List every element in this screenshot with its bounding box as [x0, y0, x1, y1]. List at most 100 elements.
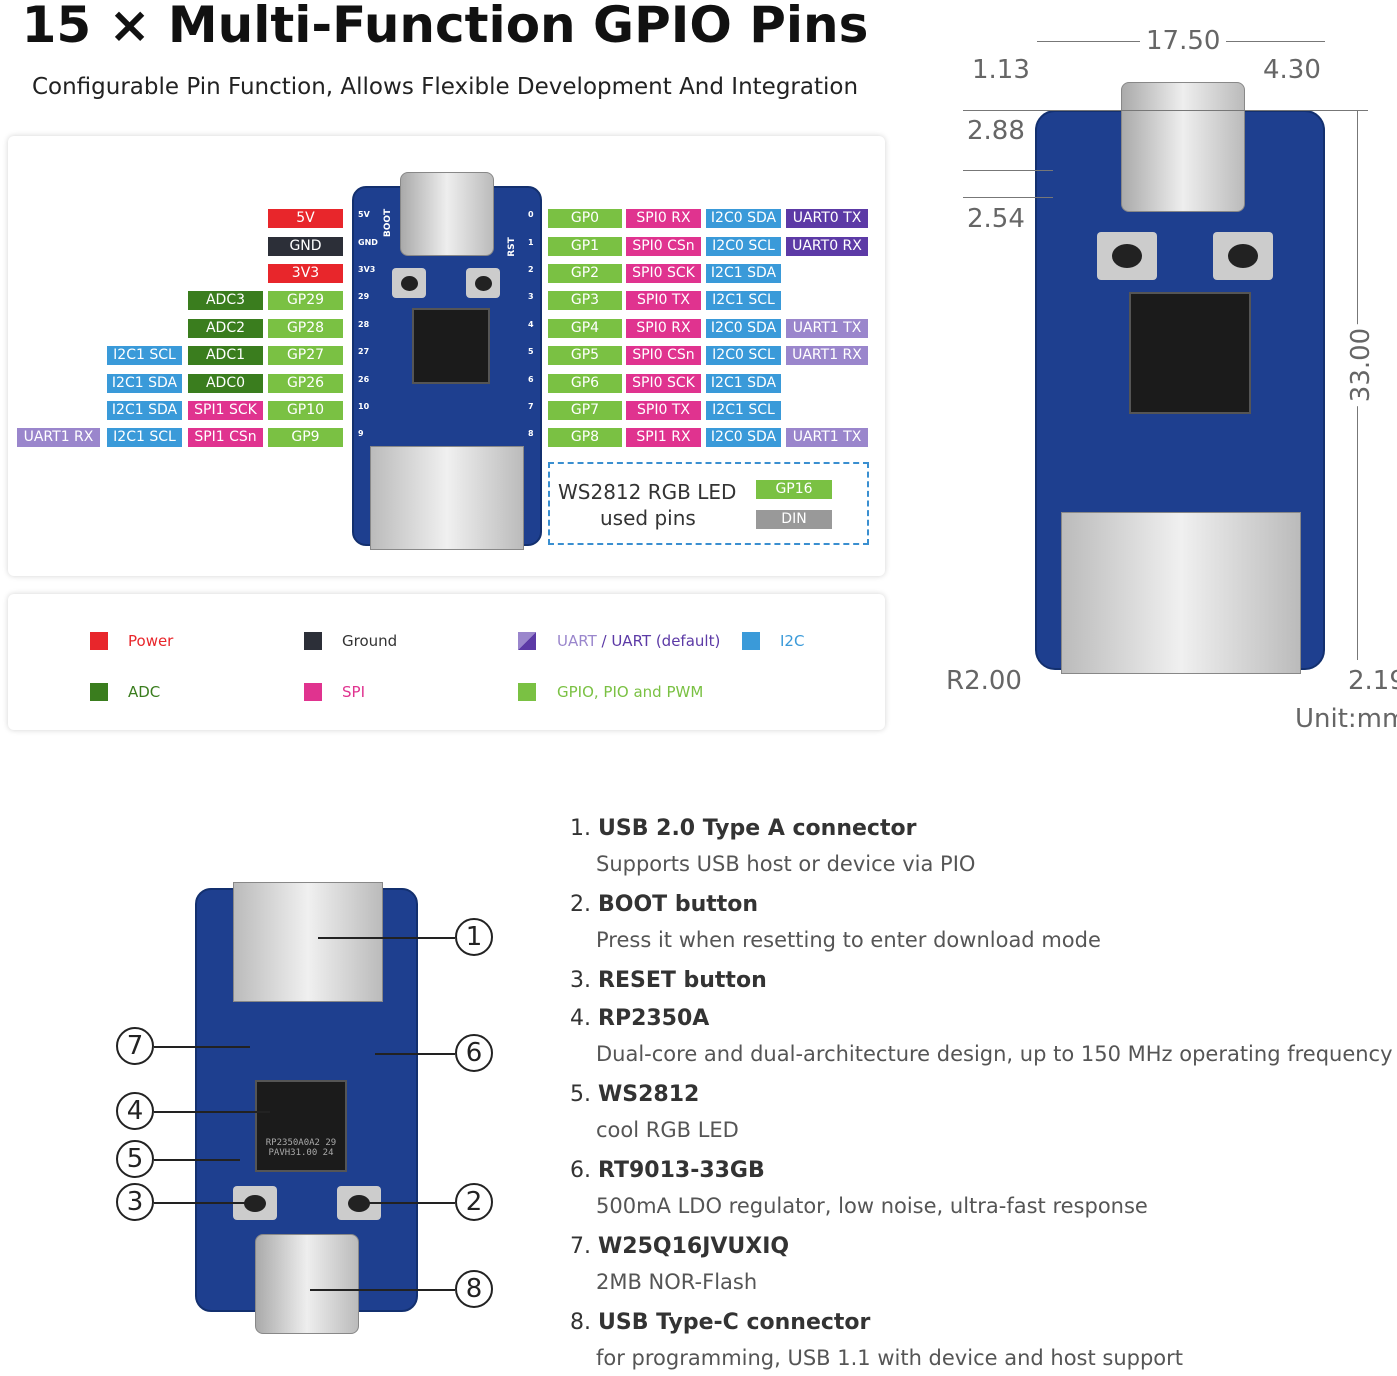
legend-adc: ADC [128, 683, 161, 701]
pad-label-left: GND [358, 238, 378, 247]
legend-i2c: I2C [780, 632, 805, 650]
pin-tag: SPI1 CSn [188, 428, 263, 447]
callout-line [154, 1202, 245, 1204]
pad-label-right: 4 [528, 320, 534, 329]
pin-tag: I2C1 SDA [107, 401, 182, 420]
ws2812-func: DIN [756, 510, 832, 529]
legend-swatch-adc [90, 683, 108, 701]
pin-tag: I2C1 SCL [706, 291, 781, 310]
rp2350-chip [1129, 292, 1251, 414]
pad-label-left: 9 [358, 429, 364, 438]
pin-tag: GP5 [548, 346, 622, 365]
pin-tag: SPI0 CSn [626, 346, 701, 365]
rp2350-chip [412, 308, 490, 384]
callout-line [154, 1046, 250, 1048]
feature-item: 2. BOOT button [570, 892, 758, 917]
pin-tag: SPI1 SCK [188, 401, 263, 420]
feature-desc: Supports USB host or device via PIO [596, 852, 976, 876]
dim-2-88: 2.88 [967, 116, 1025, 146]
pin-tag: SPI0 RX [626, 209, 701, 228]
callout-line [154, 1159, 240, 1161]
pin-tag: 3V3 [268, 264, 343, 283]
boot-button [1097, 232, 1157, 280]
pad-label-right: 5 [528, 347, 534, 356]
callout-line [375, 1053, 455, 1055]
pin-tag: SPI0 TX [626, 401, 701, 420]
feature-number: 2. [570, 892, 591, 917]
feature-name: WS2812 [598, 1082, 700, 1107]
feature-desc: 2MB NOR-Flash [596, 1270, 758, 1294]
ws2812-subtitle: used pins [600, 506, 696, 530]
callout-line [154, 1111, 270, 1113]
pin-tag: I2C1 SDA [706, 264, 781, 283]
pad-label-right: 1 [528, 238, 534, 247]
callout-1: 1 [455, 918, 493, 956]
legend-swatch-ground [304, 632, 322, 650]
pin-tag: GP0 [548, 209, 622, 228]
legend-power: Power [128, 632, 174, 650]
feature-number: 8. [570, 1310, 591, 1335]
boot-button [392, 268, 426, 298]
feature-name: W25Q16JVUXIQ [598, 1234, 790, 1259]
pin-tag: GP26 [268, 374, 343, 393]
legend-swatch-uart [518, 632, 536, 650]
pin-tag: GP10 [268, 401, 343, 420]
feature-number: 7. [570, 1234, 591, 1259]
legend-uart: UART / UART (default) [557, 632, 720, 650]
usb-c-connector [1121, 82, 1245, 212]
ws2812-pin: GP16 [756, 480, 832, 499]
dim-unit: Unit:mm [1295, 704, 1397, 734]
legend-swatch-spi [304, 683, 322, 701]
pin-tag: I2C1 SDA [706, 374, 781, 393]
callout-line [310, 1289, 455, 1291]
pad-label-right: 0 [528, 210, 534, 219]
pin-tag: ADC2 [188, 319, 263, 338]
pin-tag: GND [268, 237, 343, 256]
feature-number: 5. [570, 1082, 591, 1107]
pad-label-right: 8 [528, 429, 534, 438]
pin-tag: SPI0 SCK [626, 374, 701, 393]
feature-desc: Press it when resetting to enter downloa… [596, 928, 1101, 952]
legend-panel: Power Ground UART / UART (default) I2C A… [8, 594, 885, 730]
boot-silkscreen: BOOT [383, 208, 394, 238]
rst-silkscreen: RST [506, 237, 517, 257]
pin-tag: GP1 [548, 237, 622, 256]
pin-tag: GP7 [548, 401, 622, 420]
callout-5: 5 [116, 1140, 154, 1178]
dim-1-13: 1.13 [972, 55, 1030, 85]
usb-a-connector [1061, 512, 1301, 674]
pin-tag: GP9 [268, 428, 343, 447]
feature-item: 4. RP2350A [570, 1006, 709, 1031]
chip-text: PAVH31.00 24 [268, 1148, 334, 1158]
page-title: 15 × Multi-Function GPIO Pins [21, 0, 869, 54]
legend-uart-sep: / [596, 632, 612, 650]
feature-name: RESET button [598, 968, 767, 993]
pin-tag: I2C1 SCL [706, 401, 781, 420]
feature-name: BOOT button [598, 892, 759, 917]
legend-swatch-power [90, 632, 108, 650]
pin-tag: SPI0 SCK [626, 264, 701, 283]
feature-number: 3. [570, 968, 591, 993]
feature-desc: Dual-core and dual-architecture design, … [596, 1042, 1393, 1066]
legend-uart-label: UART [557, 632, 597, 650]
dim-width: 17.50 [1140, 26, 1227, 56]
pin-tag: ADC1 [188, 346, 263, 365]
feature-name: RP2350A [598, 1006, 710, 1031]
pin-tag: UART1 RX [786, 346, 868, 365]
legend-spi: SPI [342, 683, 365, 701]
feature-name: RT9013-33GB [598, 1158, 765, 1183]
pin-tag: ADC0 [188, 374, 263, 393]
usb-c-connector [400, 172, 494, 256]
dim-line-mid [963, 170, 1053, 171]
pin-tag: GP8 [548, 428, 622, 447]
pad-label-left: 27 [358, 347, 370, 356]
pad-label-right: 2 [528, 265, 534, 274]
legend-ground: Ground [342, 632, 398, 650]
callout-6: 6 [455, 1034, 493, 1072]
pin-tag: I2C0 SDA [706, 428, 781, 447]
pad-label-left: 29 [358, 292, 370, 301]
pin-tag: I2C0 SCL [706, 237, 781, 256]
